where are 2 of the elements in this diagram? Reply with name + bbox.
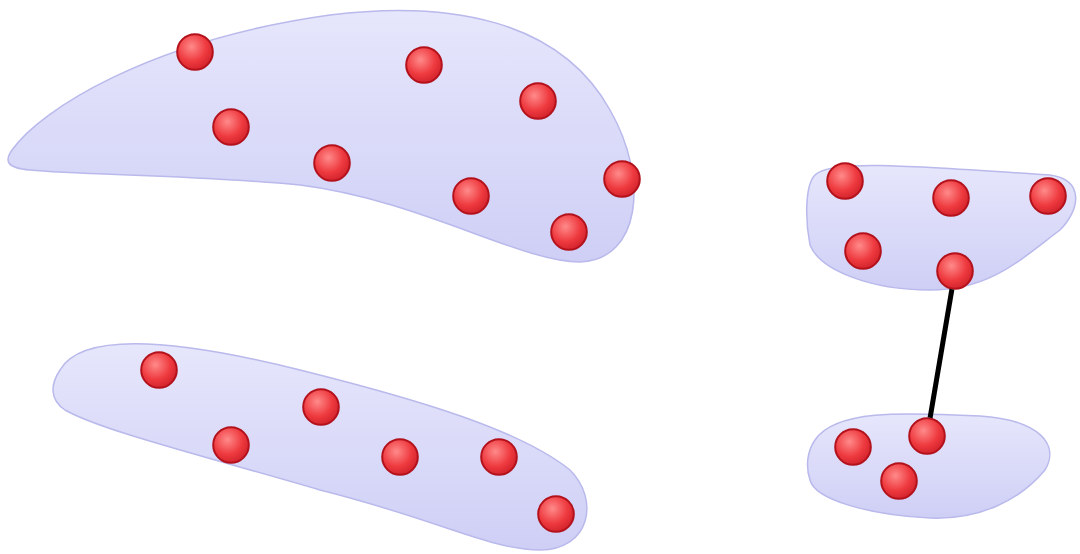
dot bbox=[176, 33, 214, 71]
connector-line bbox=[927, 288, 955, 419]
